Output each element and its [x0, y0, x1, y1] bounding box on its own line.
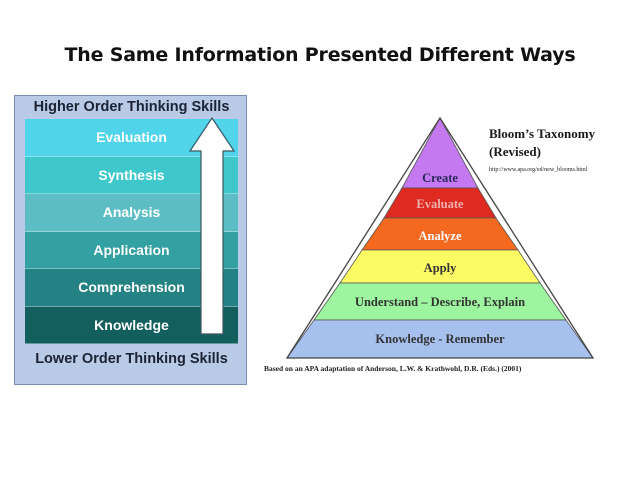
pyramid-label-apply: Apply [424, 261, 457, 275]
page-title: The Same Information Presented Different… [64, 44, 576, 66]
blooms-title-line1: Bloom’s Taxonomy [489, 126, 596, 141]
lower-order-label: Lower Order Thinking Skills [35, 351, 228, 367]
blooms-title: Bloom’s Taxonomy (Revised) [489, 125, 595, 161]
higher-order-label: Higher Order Thinking Skills [33, 99, 230, 115]
pyramid-label-understand: Understand – Describe, Explain [355, 295, 525, 309]
pyramid-label-evaluate: Evaluate [416, 197, 464, 211]
citation: Based on an APA adaptation of Anderson, … [264, 364, 522, 373]
blooms-url[interactable]: http://www.apa.org/ed/new_blooms.html [489, 167, 588, 173]
thinking-skills-panel: Higher Order Thinking Skills Evaluation … [14, 95, 247, 385]
up-arrow-icon [189, 117, 235, 335]
blooms-title-line2: (Revised) [489, 144, 541, 159]
pyramid-label-knowledge: Knowledge - Remember [375, 332, 505, 346]
pyramid-label-analyze: Analyze [418, 229, 462, 243]
pyramid-label-create: Create [422, 171, 458, 185]
